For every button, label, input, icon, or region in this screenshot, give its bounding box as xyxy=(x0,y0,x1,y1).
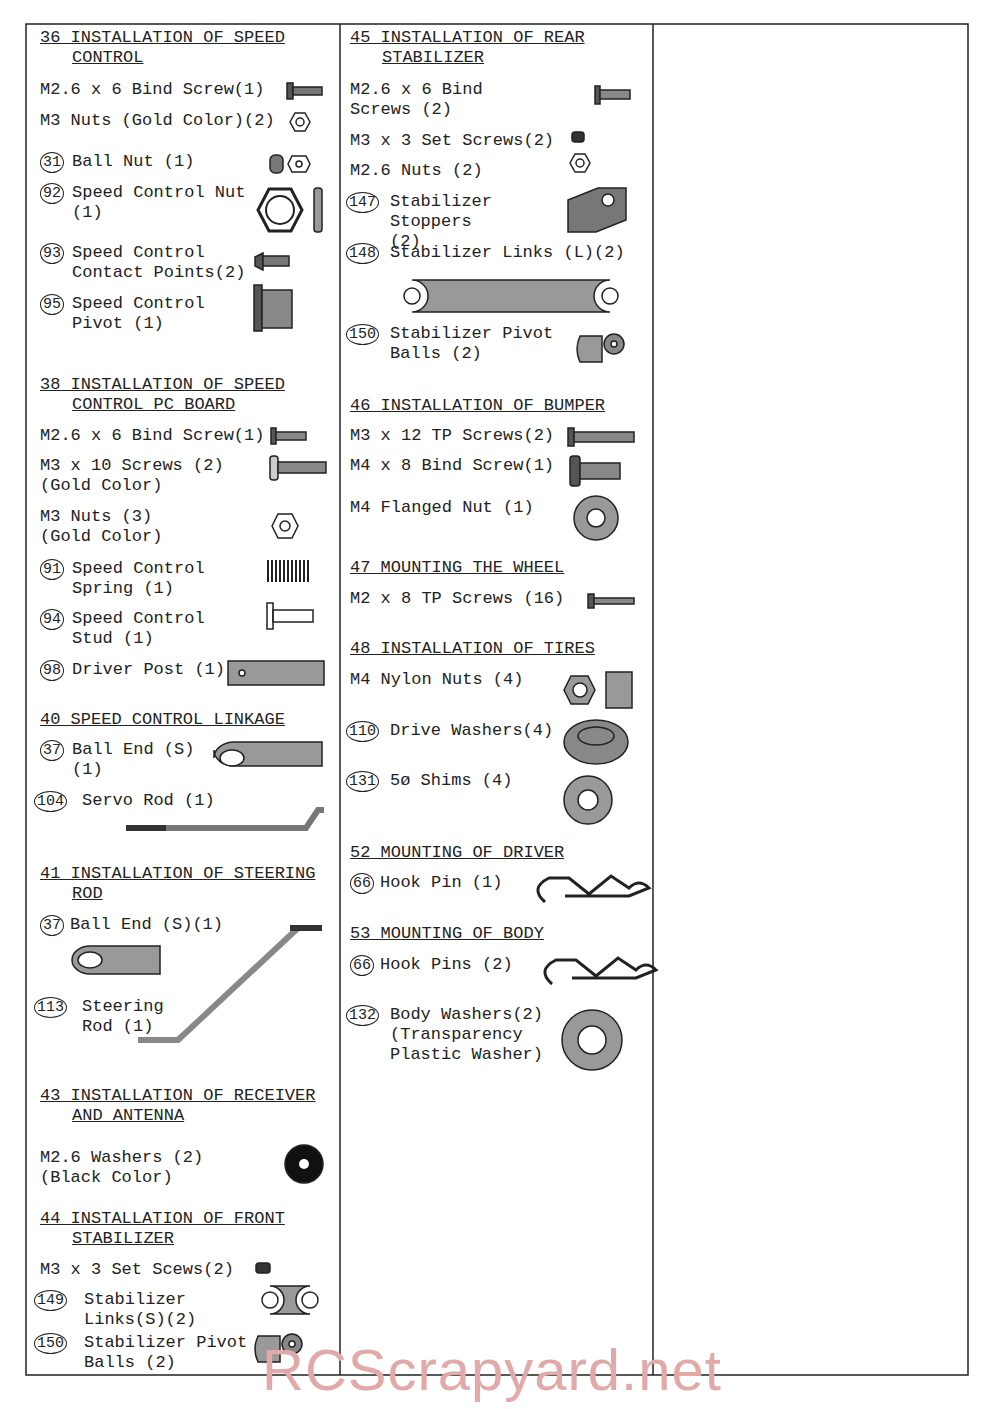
section-heading: 44 INSTALLATION OF FRONT STABILIZER xyxy=(40,1209,298,1249)
part-label: Stabilizer Pivot Balls (2) xyxy=(390,324,568,364)
part-label: M2.6 x 6 Bind Screws (2) xyxy=(350,80,484,120)
part-label: M3 x 12 TP Screws(2) xyxy=(350,426,554,446)
part-label: M3 x 3 Set Scews(2) xyxy=(40,1260,234,1280)
part-label: Drive Washers(4) xyxy=(390,721,553,741)
part-label: M3 x 10 Screws (2) (Gold Color) xyxy=(40,456,236,496)
callout-number: 148 xyxy=(346,243,379,264)
part-label: M4 x 8 Bind Screw(1) xyxy=(350,456,554,476)
section-heading: 36 INSTALLATION OF SPEED CONTROL xyxy=(40,28,302,68)
callout-number: 95 xyxy=(40,294,64,315)
part-label: Speed Control Stud (1) xyxy=(72,609,254,649)
callout-number: 31 xyxy=(40,152,64,173)
section-heading: 46 INSTALLATION OF BUMPER xyxy=(350,396,605,416)
callout-number: 110 xyxy=(346,721,379,742)
part-label: M4 Flanged Nut (1) xyxy=(350,498,534,518)
callout-number: 93 xyxy=(40,243,64,264)
callout-number: 104 xyxy=(34,791,67,812)
section-heading: 47 MOUNTING THE WHEEL xyxy=(350,558,564,578)
section-heading: 43 INSTALLATION OF RECEIVER AND ANTENNA xyxy=(40,1086,330,1126)
callout-number: 94 xyxy=(40,609,64,630)
callout-number: 147 xyxy=(346,192,379,213)
section-heading: 52 MOUNTING OF DRIVER xyxy=(350,843,564,863)
part-label: M3 Nuts (3) (Gold Color) xyxy=(40,507,170,547)
part-label: Body Washers(2) (Transparency Plastic Wa… xyxy=(390,1005,552,1065)
part-label: M3 Nuts (Gold Color)(2) xyxy=(40,111,275,131)
part-label: Driver Post (1) xyxy=(72,660,225,680)
part-label: M2 x 8 TP Screws (16) xyxy=(350,589,564,609)
watermark: RCScrapyard.net xyxy=(262,1338,722,1402)
part-label: Stabilizer Links(S)(2) xyxy=(84,1290,204,1330)
callout-number: 91 xyxy=(40,559,64,580)
part-label: Speed Control Spring (1) xyxy=(72,559,254,599)
part-label: M4 Nylon Nuts (4) xyxy=(350,670,523,690)
part-label: Servo Rod (1) xyxy=(82,791,215,811)
callout-number: 66 xyxy=(350,955,374,976)
part-label: Speed Control Pivot (1) xyxy=(72,294,254,334)
part-label: Ball End (S)(1) xyxy=(70,915,223,935)
part-label: Ball End (S) (1) xyxy=(72,740,212,780)
callout-number: 131 xyxy=(346,771,379,792)
callout-number: 132 xyxy=(346,1005,379,1026)
callout-number: 150 xyxy=(34,1333,67,1354)
part-label: M3 x 3 Set Screws(2) xyxy=(350,131,554,151)
callout-number: 98 xyxy=(40,660,64,681)
part-label: Hook Pins (2) xyxy=(380,955,513,975)
part-label: M2.6 Washers (2) (Black Color) xyxy=(40,1148,212,1188)
part-label: M2.6 Nuts (2) xyxy=(350,161,483,181)
callout-number: 92 xyxy=(40,183,64,204)
part-label: Steering Rod (1) xyxy=(82,997,174,1037)
part-label: Ball Nut (1) xyxy=(72,152,194,172)
callout-number: 37 xyxy=(40,740,64,761)
callout-number: 149 xyxy=(34,1290,67,1311)
callout-number: 113 xyxy=(34,997,67,1018)
callout-number: 37 xyxy=(40,915,64,936)
section-heading: 45 INSTALLATION OF REAR STABILIZER xyxy=(350,28,600,68)
part-label: M2.6 x 6 Bind Screw(1) xyxy=(40,426,264,446)
part-label: Stabilizer Links (L)(2) xyxy=(390,243,625,263)
callout-number: 150 xyxy=(346,324,379,345)
callout-number: 66 xyxy=(350,873,374,894)
section-heading: 40 SPEED CONTROL LINKAGE xyxy=(40,710,285,730)
section-heading: 41 INSTALLATION OF STEERING ROD xyxy=(40,864,325,904)
part-label: Speed Control Nut (1) xyxy=(72,183,254,223)
section-heading: 53 MOUNTING OF BODY xyxy=(350,924,544,944)
section-heading: 48 INSTALLATION OF TIRES xyxy=(350,639,595,659)
part-label: 5ø Shims (4) xyxy=(390,771,512,791)
part-label: M2.6 x 6 Bind Screw(1) xyxy=(40,80,264,100)
part-label: Stabilizer Pivot Balls (2) xyxy=(84,1333,259,1373)
part-label: Hook Pin (1) xyxy=(380,873,502,893)
part-label: Speed Control Contact Points(2) xyxy=(72,243,254,283)
section-heading: 38 INSTALLATION OF SPEED CONTROL PC BOAR… xyxy=(40,375,298,415)
